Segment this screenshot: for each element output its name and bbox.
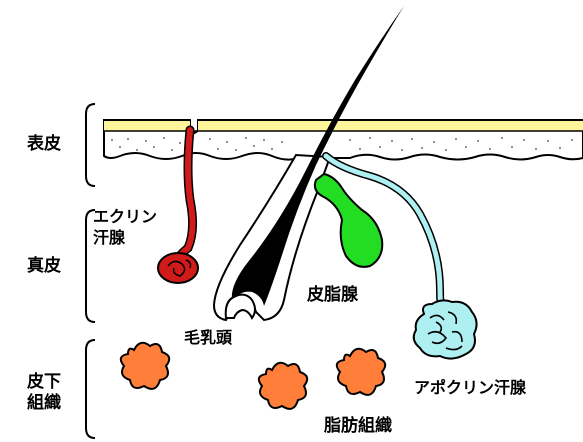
label-dermis: 真皮 bbox=[27, 256, 61, 277]
label-papilla: 毛乳頭 bbox=[184, 327, 232, 348]
epidermis-yellow-band-right bbox=[198, 121, 583, 131]
label-fat: 脂肪組織 bbox=[324, 416, 392, 437]
label-sebaceous: 皮脂腺 bbox=[307, 285, 358, 306]
label-subcutis-line1: 皮下 bbox=[27, 372, 61, 393]
epidermis-yellow-band bbox=[104, 121, 190, 131]
eccrine-coil bbox=[158, 253, 198, 283]
fat-lobule-1 bbox=[121, 343, 169, 389]
apocrine-coil bbox=[414, 300, 477, 358]
label-subcutis-line2: 組織 bbox=[27, 393, 61, 414]
fat-lobule-3 bbox=[337, 349, 385, 395]
subcutis-bracket bbox=[86, 340, 95, 438]
label-eccrine-line2: 汗腺 bbox=[93, 227, 157, 248]
sebaceous-gland bbox=[315, 174, 382, 267]
label-eccrine-line1: エクリン bbox=[93, 206, 157, 227]
label-subcutis: 皮下 組織 bbox=[27, 372, 61, 414]
fat-lobule-2 bbox=[259, 363, 307, 409]
label-eccrine: エクリン 汗腺 bbox=[93, 206, 157, 248]
label-apocrine: アポクリン汗腺 bbox=[414, 377, 526, 398]
label-epidermis: 表皮 bbox=[27, 134, 61, 155]
epidermis-bracket bbox=[86, 104, 95, 186]
